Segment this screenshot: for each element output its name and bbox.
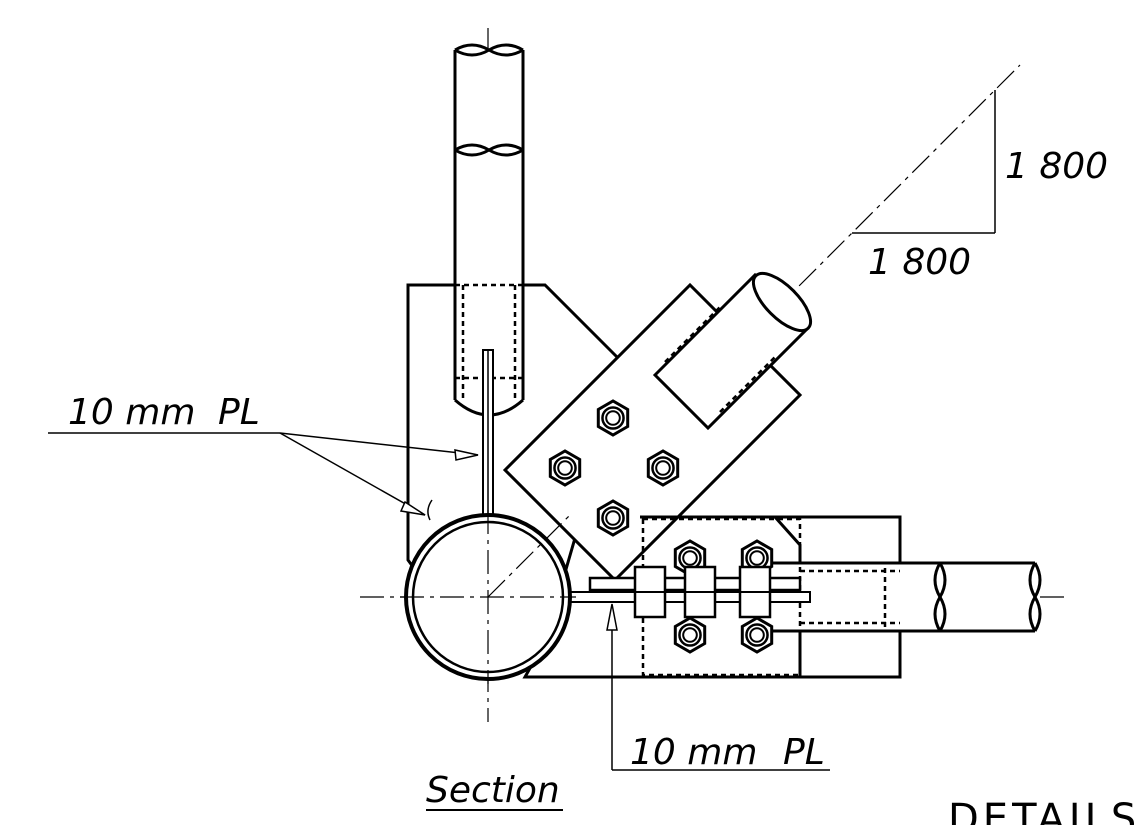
diagonal-bolt-head	[596, 499, 630, 537]
vertical-10mm-plate	[482, 349, 494, 519]
horizontal-bolt-head	[673, 616, 707, 654]
diagonal-bolt-head	[548, 449, 582, 487]
diagonal-gusset-group	[502, 271, 813, 583]
horizontal-bolt-head	[740, 616, 774, 654]
diagonal-bolt-head	[646, 449, 680, 487]
left-plate-symbol: PL	[218, 392, 260, 433]
bottom-plate-label: 10 mm	[630, 732, 757, 773]
details-title: DETAILS	[948, 796, 1140, 825]
slope-vertical-label: 1 800	[1005, 146, 1108, 187]
left-plate-label: 10 mm	[68, 392, 195, 433]
leader-bottom-plate	[606, 603, 830, 771]
right-gusset-plate	[640, 515, 902, 679]
diagonal-bolts	[548, 399, 680, 537]
slope-triangle	[852, 90, 996, 234]
section-title: Section	[426, 770, 560, 811]
vertical-pipe	[453, 43, 525, 420]
bottom-plate-symbol: PL	[783, 732, 825, 773]
main-chord-circle	[400, 510, 576, 684]
leader-left-plate	[48, 432, 479, 521]
slope-horizontal-label: 1 800	[868, 242, 971, 283]
horizontal-bolts	[633, 539, 774, 654]
diagonal-bolt-head	[596, 399, 630, 437]
